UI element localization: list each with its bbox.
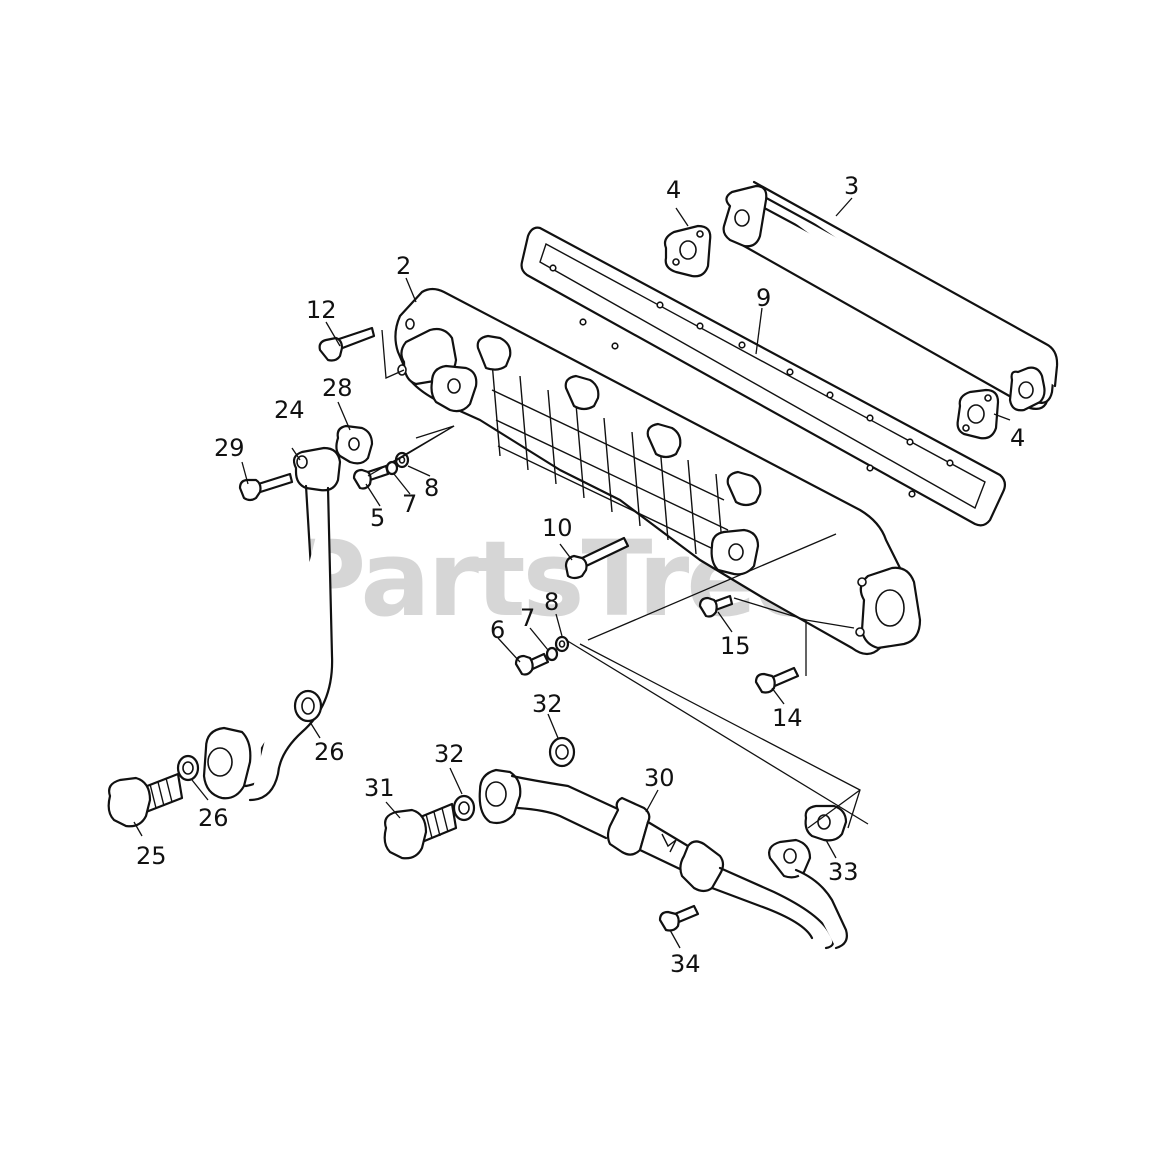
part-bolt-14[interactable] xyxy=(754,666,800,694)
callout-31: 31 xyxy=(364,774,395,802)
part-banjo-bolt-25[interactable] xyxy=(107,772,184,828)
callout-14: 14 xyxy=(772,704,803,732)
part-bolt-34[interactable] xyxy=(658,904,700,932)
part-flange-gasket-28[interactable] xyxy=(335,424,374,465)
part-banjo-bolt-31[interactable] xyxy=(383,802,458,860)
callout-6: 6 xyxy=(490,616,505,644)
part-oil-tube-30[interactable] xyxy=(478,768,848,950)
callout-15: 15 xyxy=(720,632,751,660)
part-bolt-10[interactable] xyxy=(564,536,630,580)
part-washer-32-upper[interactable] xyxy=(548,736,576,768)
part-bolt-5[interactable] xyxy=(352,464,390,490)
part-flange-gasket-33[interactable] xyxy=(804,804,848,842)
callout-7-lower: 7 xyxy=(520,604,535,632)
part-gasket-4-lower[interactable] xyxy=(956,388,1000,440)
callout-2: 2 xyxy=(396,252,411,280)
callout-26-lower: 26 xyxy=(198,804,229,832)
callout-12: 12 xyxy=(306,296,337,324)
callout-25: 25 xyxy=(136,842,167,870)
callout-28: 28 xyxy=(322,374,353,402)
callout-33: 33 xyxy=(828,858,859,886)
part-washer-7-lower[interactable] xyxy=(545,646,559,662)
part-gasket-9[interactable] xyxy=(520,226,1007,527)
callout-10: 10 xyxy=(542,514,573,542)
leader-lines xyxy=(133,197,1011,949)
part-bolt-29[interactable] xyxy=(238,472,294,502)
part-bolt-6[interactable] xyxy=(514,652,550,676)
part-washer-26-lower[interactable] xyxy=(176,754,200,782)
part-oil-tube-24[interactable] xyxy=(202,446,342,802)
callout-5: 5 xyxy=(370,504,385,532)
callout-32-upper: 32 xyxy=(532,690,563,718)
callout-3: 3 xyxy=(844,172,859,200)
callout-9: 9 xyxy=(756,284,771,312)
callout-8-upper: 8 xyxy=(424,474,439,502)
callout-34: 34 xyxy=(670,950,701,978)
callout-7-upper: 7 xyxy=(402,490,417,518)
part-oil-cooler-3[interactable] xyxy=(722,180,1059,412)
callout-labels: 2 3 4 4 9 12 28 24 29 5 7 8 10 6 7 8 15 … xyxy=(136,172,1025,978)
callout-24: 24 xyxy=(274,396,305,424)
part-housing-2[interactable] xyxy=(394,287,922,656)
part-bolt-15[interactable] xyxy=(698,594,734,618)
part-bolt-12[interactable] xyxy=(318,326,376,362)
callout-29: 29 xyxy=(214,434,245,462)
callout-4-upper: 4 xyxy=(666,176,681,204)
callout-30: 30 xyxy=(644,764,675,792)
part-gasket-4-upper[interactable] xyxy=(663,224,712,278)
part-washer-32-lower[interactable] xyxy=(452,794,476,822)
callout-26-upper: 26 xyxy=(314,738,345,766)
part-washer-26-upper[interactable] xyxy=(293,689,323,723)
callout-32-lower: 32 xyxy=(434,740,465,768)
part-washer-8-lower[interactable] xyxy=(554,635,570,653)
callout-8-lower: 8 xyxy=(544,588,559,616)
callout-4-lower: 4 xyxy=(1010,424,1025,452)
